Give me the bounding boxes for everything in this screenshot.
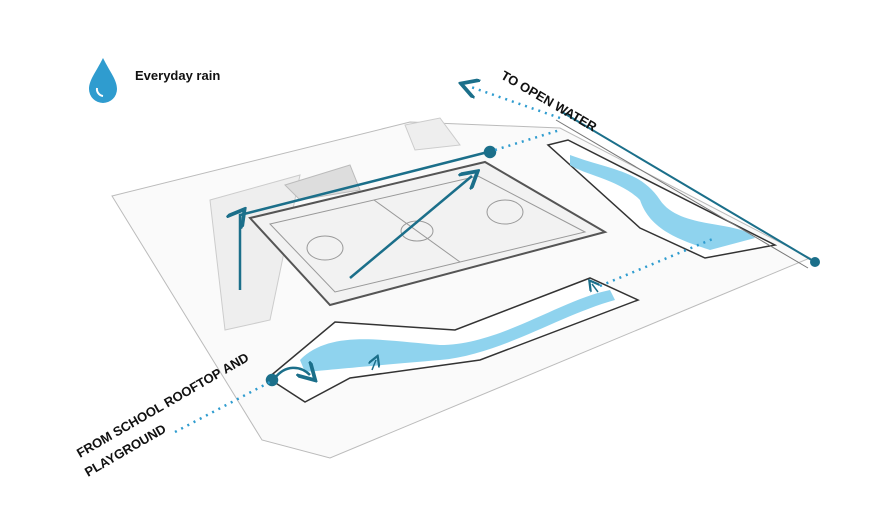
site-model	[111, 111, 820, 459]
water-drop-icon	[89, 58, 117, 103]
flow-arrows	[240, 145, 598, 387]
pipe	[561, 111, 816, 263]
legend-label: Everyday rain	[135, 68, 220, 83]
basketball-court	[248, 160, 608, 307]
dotted-flow-lines	[174, 86, 716, 434]
legend: Everyday rain	[89, 58, 220, 103]
lower-water-channel	[266, 277, 640, 403]
